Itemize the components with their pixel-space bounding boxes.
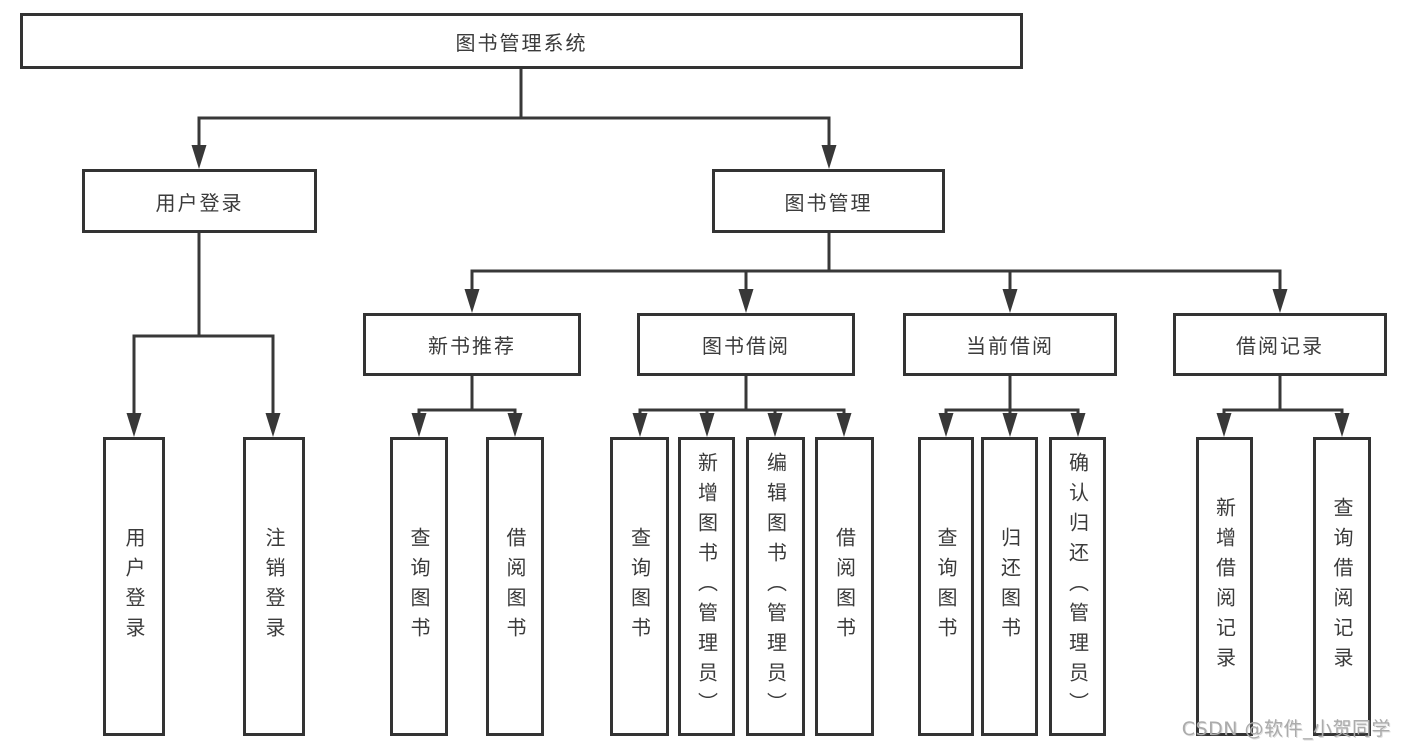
node-label: 新书推荐 — [428, 334, 516, 358]
connector-records-branch — [1222, 408, 1344, 418]
arrow-icon — [464, 289, 480, 313]
leaf-label: 查询图书 — [934, 526, 958, 647]
leaf-label: 查询图书 — [407, 526, 431, 647]
leaf-confirm-return-admin: 确认归还（管理员） — [1049, 437, 1106, 736]
arrow-icon — [938, 413, 954, 437]
connector-borrowing-branch — [638, 408, 846, 418]
leaf-return-books: 归还图书 — [981, 437, 1038, 736]
arrow-icon — [632, 413, 648, 437]
node-borrowing-records: 借阅记录 — [1173, 313, 1387, 376]
node-library-management-system: 图书管理系统 — [20, 13, 1023, 69]
node-label: 借阅记录 — [1236, 334, 1324, 358]
node-user-login: 用户登录 — [82, 169, 317, 233]
arrow-icon — [126, 413, 142, 437]
leaf-query-books-borrowing: 查询图书 — [610, 437, 669, 736]
node-current-borrowing: 当前借阅 — [903, 313, 1117, 376]
leaf-label: 确认归还（管理员） — [1065, 451, 1090, 722]
arrow-icon — [1070, 413, 1086, 437]
arrow-icon — [507, 413, 523, 437]
arrow-icon — [1002, 413, 1018, 437]
leaf-label: 查询图书 — [627, 526, 652, 647]
leaf-label: 新增图书（管理员） — [694, 451, 719, 722]
arrow-icon — [767, 413, 783, 437]
arrow-icon — [1334, 413, 1350, 437]
connector-user-login-branch — [132, 334, 275, 418]
node-label: 图书管理 — [784, 190, 873, 215]
arrow-icon — [1272, 289, 1288, 313]
node-book-borrowing: 图书借阅 — [637, 313, 855, 376]
node-label: 用户登录 — [155, 190, 244, 215]
leaf-label: 编辑图书（管理员） — [763, 451, 788, 722]
arrow-icon — [738, 289, 754, 313]
leaf-user-login: 用户登录 — [103, 437, 165, 736]
arrow-icon — [191, 145, 207, 169]
arrow-icon — [699, 413, 715, 437]
leaf-query-books-current: 查询图书 — [918, 437, 974, 736]
leaf-add-books-admin: 新增图书（管理员） — [678, 437, 735, 736]
arrowheads — [126, 145, 1350, 437]
leaf-add-borrowing-record: 新增借阅记录 — [1196, 437, 1253, 736]
leaf-label: 借阅图书 — [832, 526, 857, 647]
watermark: CSDN @软件_小贺同学 — [1181, 718, 1391, 740]
arrow-icon — [821, 145, 837, 169]
leaf-label: 归还图书 — [997, 526, 1022, 647]
leaf-query-borrowing-record: 查询借阅记录 — [1313, 437, 1371, 736]
arrow-icon — [1216, 413, 1232, 437]
arrow-icon — [836, 413, 852, 437]
leaf-query-books-recommend: 查询图书 — [390, 437, 448, 736]
leaf-label: 新增借阅记录 — [1212, 496, 1237, 677]
leaf-borrow-books-borrowing: 借阅图书 — [815, 437, 874, 736]
arrow-icon — [265, 413, 281, 437]
node-label: 图书管理系统 — [455, 30, 588, 55]
connector-recommend-branch — [417, 408, 517, 418]
leaf-label: 查询借阅记录 — [1330, 496, 1354, 677]
leaf-label: 用户登录 — [122, 526, 146, 647]
leaf-edit-books-admin: 编辑图书（管理员） — [746, 437, 805, 736]
connector-level2-branch — [197, 116, 831, 149]
node-label: 当前借阅 — [966, 334, 1054, 358]
leaf-borrow-books-recommend: 借阅图书 — [486, 437, 544, 736]
connector-level3-branch — [470, 269, 1282, 294]
leaf-label: 借阅图书 — [503, 526, 527, 647]
arrow-icon — [1002, 289, 1018, 313]
arrow-icon — [411, 413, 427, 437]
leaf-label: 注销登录 — [262, 526, 286, 647]
node-book-management: 图书管理 — [712, 169, 945, 233]
leaf-logout-login: 注销登录 — [243, 437, 305, 736]
node-new-book-recommendation: 新书推荐 — [363, 313, 581, 376]
node-label: 图书借阅 — [702, 334, 790, 358]
